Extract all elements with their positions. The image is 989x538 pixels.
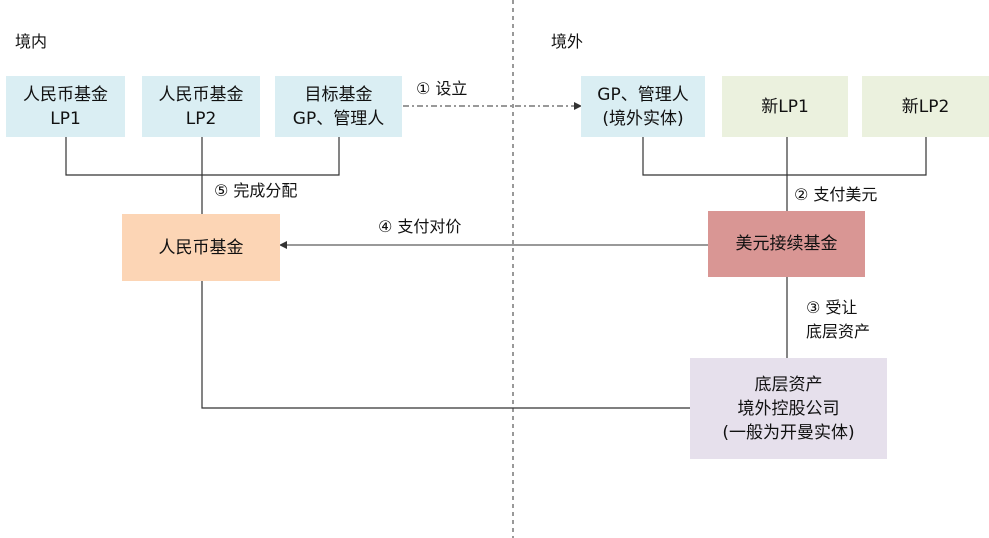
overseas-gp-box: GP、管理人 (境外实体) <box>581 76 705 137</box>
box-line: 境外控股公司 <box>737 398 840 419</box>
offshore-holding-company-box: 底层资产 境外控股公司 (一般为开曼实体) <box>690 358 887 459</box>
overseas-region-label: 境外 <box>551 32 584 51</box>
usd-continuation-fund-box: 美元接续基金 <box>708 211 865 277</box>
rmb-fund-lp1-box: 人民币基金 LP1 <box>6 76 125 137</box>
box-line: 人民币基金 <box>158 84 244 105</box>
step-establish-label: ① 设立 <box>416 79 468 98</box>
domestic-region-label: 境内 <box>15 32 48 51</box>
box-line: 目标基金 <box>304 84 373 105</box>
target-fund-gp-box: 目标基金 GP、管理人 <box>275 76 402 137</box>
new-lp1-box: 新LP1 <box>722 76 848 137</box>
box-line: LP2 <box>185 108 217 129</box>
box-line: (境外实体) <box>602 108 684 129</box>
box-line: 新LP2 <box>901 96 950 117</box>
box-line: 新LP1 <box>761 96 809 117</box>
step-transfer-line: 底层资产 <box>806 322 871 341</box>
box-line: 底层资产 <box>754 374 823 395</box>
box-line: 人民币基金 <box>23 84 108 105</box>
box-line: 美元接续基金 <box>735 234 838 254</box>
new-lp2-box: 新LP2 <box>862 76 989 137</box>
overseas-lp-merge-line <box>642 137 927 176</box>
step-pay-consideration-label: ④ 支付对价 <box>378 217 462 236</box>
step-transfer-label: ③ 受让 底层资产 <box>806 296 870 344</box>
box-line: (一般为开曼实体) <box>722 422 855 443</box>
box-line: 人民币基金 <box>158 237 244 258</box>
rmb-fund-to-holding-line <box>201 281 690 409</box>
step-distribute-label: ⑤ 完成分配 <box>214 181 298 200</box>
rmb-fund-lp2-box: 人民币基金 LP2 <box>142 76 260 137</box>
box-line: LP1 <box>50 108 81 129</box>
box-line: GP、管理人 <box>292 108 385 129</box>
box-line: GP、管理人 <box>597 84 689 105</box>
step-pay-usd-label: ② 支付美元 <box>794 185 878 204</box>
rmb-fund-box: 人民币基金 <box>122 214 280 281</box>
step-transfer-line: ③ 受让 <box>806 298 858 317</box>
